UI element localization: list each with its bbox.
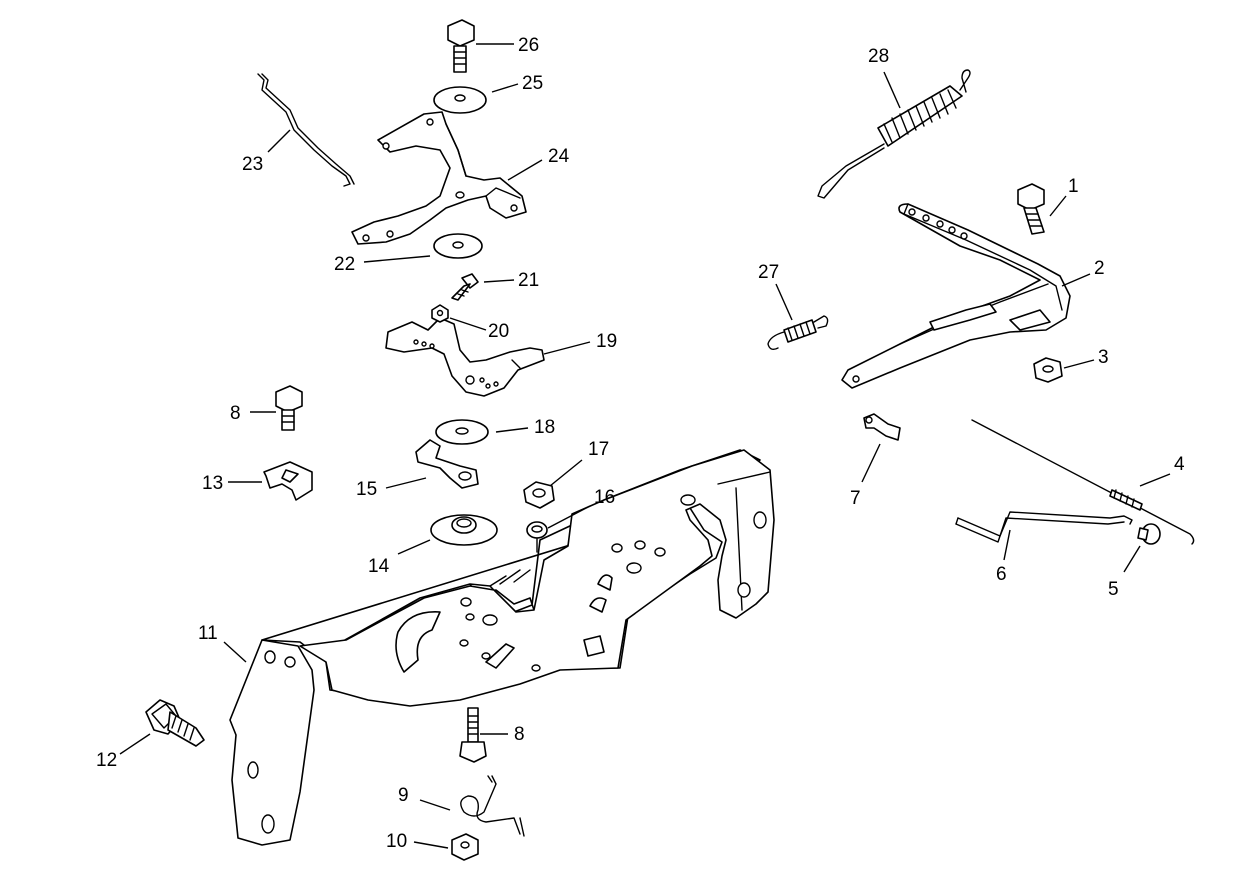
bolt-1 xyxy=(1017,183,1045,235)
callout-11: 11 xyxy=(198,623,218,644)
callout-7: 7 xyxy=(850,488,861,509)
callout-18: 18 xyxy=(534,417,555,438)
callout-26: 26 xyxy=(518,35,539,56)
spring-9 xyxy=(460,775,525,837)
nut-3 xyxy=(1033,357,1063,383)
leader-lines xyxy=(119,43,1171,849)
lock-washer-16 xyxy=(526,521,548,553)
clip-13 xyxy=(263,461,313,501)
bolt-21 xyxy=(451,273,479,301)
callout-27: 27 xyxy=(758,262,779,283)
bracket-24 xyxy=(351,111,527,245)
callout-28: 28 xyxy=(868,46,889,67)
callout-13: 13 xyxy=(202,473,223,494)
bolt-8-upper xyxy=(275,385,303,431)
bolt-12 xyxy=(145,699,205,747)
spring-28 xyxy=(817,69,971,199)
fastener-5 xyxy=(1137,523,1161,545)
rod-4 xyxy=(971,419,1195,545)
callout-5: 5 xyxy=(1108,579,1119,600)
callout-labels: 1 2 3 4 5 6 7 8 8 9 10 11 12 13 14 15 16… xyxy=(96,35,1185,852)
callout-12: 12 xyxy=(96,750,117,771)
callout-25: 25 xyxy=(522,73,543,94)
callout-24: 24 xyxy=(548,146,570,167)
plate-15 xyxy=(415,439,479,489)
bolt-8-lower xyxy=(459,707,487,763)
callout-21: 21 xyxy=(518,270,539,291)
bolt-26 xyxy=(447,19,475,73)
callout-20: 20 xyxy=(488,321,509,342)
nut-10 xyxy=(451,833,479,861)
washer-22 xyxy=(433,233,483,259)
callout-8-upper: 8 xyxy=(230,403,241,424)
lever-19 xyxy=(385,317,545,397)
washer-25 xyxy=(433,86,487,114)
washer-14 xyxy=(430,514,498,546)
callout-4: 4 xyxy=(1174,454,1185,475)
callout-23: 23 xyxy=(242,154,263,175)
rod-6 xyxy=(955,511,1133,543)
callout-8-lower: 8 xyxy=(514,724,525,745)
callout-22: 22 xyxy=(334,254,355,275)
main-control-bracket xyxy=(229,449,775,846)
callout-19: 19 xyxy=(596,331,617,352)
spring-27 xyxy=(767,315,829,351)
callout-14: 14 xyxy=(368,556,390,577)
nut-17 xyxy=(523,481,555,509)
callout-9: 9 xyxy=(398,785,409,806)
fitting-7 xyxy=(863,413,901,441)
nut-20 xyxy=(431,304,449,323)
callout-6: 6 xyxy=(996,564,1007,585)
callout-2: 2 xyxy=(1094,258,1105,279)
callout-3: 3 xyxy=(1098,347,1109,368)
callout-15: 15 xyxy=(356,479,377,500)
callout-16: 16 xyxy=(594,487,615,508)
callout-17: 17 xyxy=(588,439,609,460)
callout-10: 10 xyxy=(386,831,407,852)
callout-1: 1 xyxy=(1068,176,1079,197)
washer-18 xyxy=(435,419,489,445)
wire-23 xyxy=(257,73,355,187)
lever-2 xyxy=(841,203,1071,389)
